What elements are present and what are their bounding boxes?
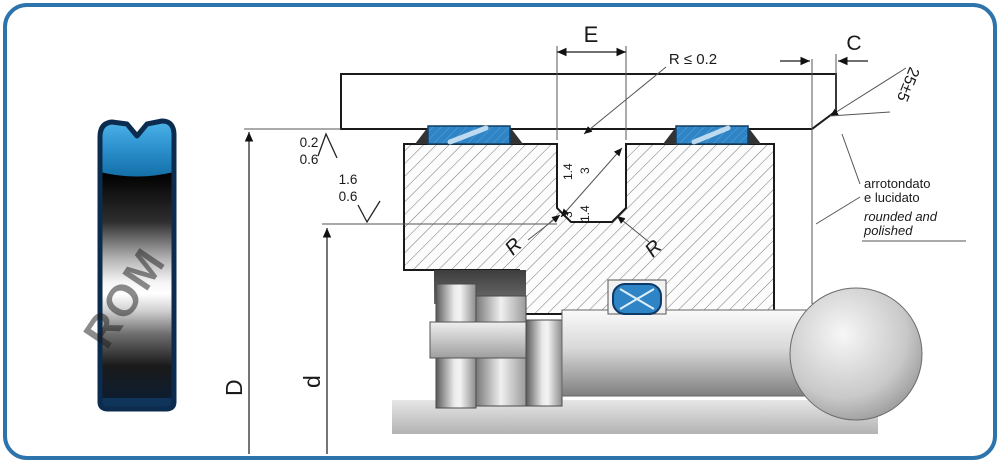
seal-blue-cap xyxy=(100,121,174,177)
dim-E: E xyxy=(556,22,627,140)
dim-groove-chamfers: 1.4 3 3 1.4 xyxy=(560,147,623,222)
dim-groove-lower-1: 3 xyxy=(561,211,575,218)
seal-photo: ROM xyxy=(74,118,177,412)
dim-d-label: d xyxy=(299,375,325,388)
seal-section-right xyxy=(663,125,761,145)
dim-C-label: C xyxy=(846,32,861,55)
note-it-line1: arrotondato xyxy=(864,176,931,191)
roughness-icon xyxy=(357,200,381,224)
dim-D: D xyxy=(221,128,341,454)
seal-section-left xyxy=(415,125,523,145)
drawing-frame: ROM C 25±5 arrotondato e lucidato rounde… xyxy=(3,3,997,460)
dim-angle: 25±5 xyxy=(829,65,922,117)
technical-drawing: ROM C 25±5 arrotondato e lucidato rounde… xyxy=(74,22,966,454)
surface-finish-lower: 1.6 0.6 xyxy=(339,172,381,224)
backup-wedge-left xyxy=(415,127,428,144)
gland-bar-3 xyxy=(525,319,563,407)
surface-finish-upper-top: 0.2 xyxy=(300,135,319,150)
dim-angle-label: 25±5 xyxy=(893,65,922,104)
dim-C: C xyxy=(780,32,868,66)
backup-wedge-right xyxy=(748,127,761,144)
seal-outline xyxy=(97,118,177,412)
backup-wedge-left xyxy=(663,127,676,144)
dim-groove-lower-2: 1.4 xyxy=(578,205,592,222)
dim-D-label: D xyxy=(221,379,247,396)
dim-E-label: E xyxy=(584,22,599,47)
surface-finish-upper-bottom: 0.6 xyxy=(300,152,319,167)
seal-bottom-edge xyxy=(102,398,172,407)
backup-wedge-right xyxy=(510,127,523,144)
note-en-line1: rounded and xyxy=(864,209,938,224)
note-it-line2: e lucidato xyxy=(864,190,920,205)
dim-rmax-label: R ≤ 0.2 xyxy=(669,51,717,68)
surface-finish-upper: 0.2 0.6 xyxy=(300,132,338,167)
dim-d: d xyxy=(299,223,557,454)
note-en-line2: polished xyxy=(863,223,913,238)
gland-collar xyxy=(429,321,533,359)
assembly-render xyxy=(392,270,923,434)
render-seal-hatch-2 xyxy=(619,288,655,310)
surface-finish-lower-top: 1.6 xyxy=(339,172,358,187)
roughness-icon xyxy=(317,132,338,159)
note-rounded-polished: arrotondato e lucidato rounded and polis… xyxy=(815,133,966,242)
seal-body xyxy=(100,121,174,409)
dim-groove-upper-2: 3 xyxy=(578,167,592,174)
housing-section xyxy=(340,73,837,130)
surface-finish-lower-bottom: 0.6 xyxy=(339,189,358,204)
dim-groove-upper-1: 1.4 xyxy=(561,163,575,180)
rod-end-sphere xyxy=(789,287,923,421)
dim-rmax: R ≤ 0.2 xyxy=(583,51,717,135)
